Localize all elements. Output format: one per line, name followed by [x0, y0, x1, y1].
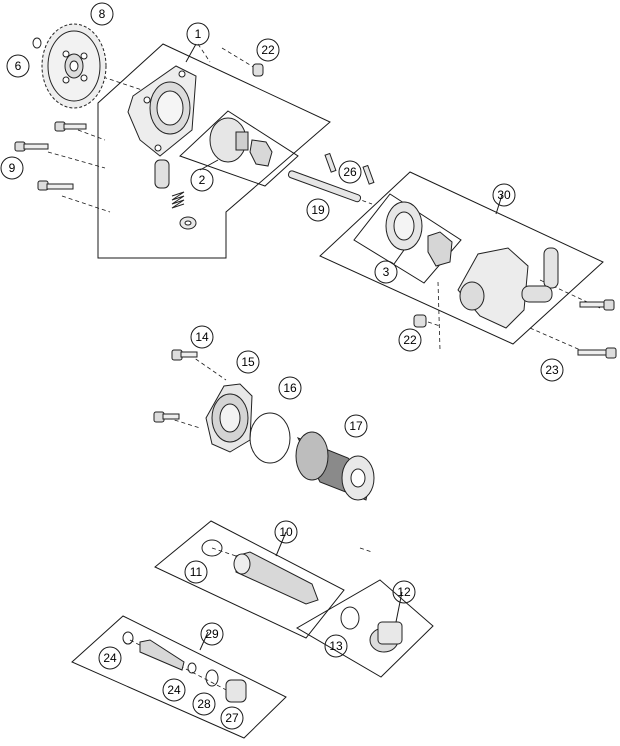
- oil-filter-part: [295, 431, 375, 501]
- callout-3: 3: [374, 260, 398, 284]
- svg-text:17: 17: [349, 419, 363, 433]
- svg-text:15: 15: [241, 355, 255, 369]
- callout-16: 16: [278, 376, 302, 400]
- callout-2: 2: [190, 168, 214, 192]
- callout-9: 9: [0, 156, 24, 180]
- pin-parts: [324, 152, 375, 185]
- callout-19: 19: [306, 198, 330, 222]
- shaft-part: [287, 170, 362, 203]
- screw-parts-left: [14, 121, 87, 191]
- callout-22-top: 22: [256, 38, 280, 62]
- dowel-pin-part-bottom: [413, 314, 427, 328]
- cover-screw-parts: [153, 349, 198, 423]
- filter-cover-part: [205, 383, 253, 453]
- svg-text:26: 26: [343, 165, 357, 179]
- seal-ring-part-13: [340, 606, 360, 630]
- callout-15: 15: [236, 350, 260, 374]
- svg-text:1: 1: [195, 27, 202, 41]
- plug-screw-part: [369, 621, 403, 653]
- svg-text:2: 2: [199, 173, 206, 187]
- svg-text:22: 22: [403, 333, 417, 347]
- svg-text:19: 19: [311, 203, 325, 217]
- valve-kit-parts: [122, 631, 247, 703]
- o-ring-part: [249, 412, 291, 464]
- svg-text:30: 30: [497, 188, 511, 202]
- callout-24-right: 24: [162, 678, 186, 702]
- svg-text:8: 8: [99, 7, 106, 21]
- callout-11: 11: [184, 560, 208, 584]
- svg-text:10: 10: [279, 525, 293, 539]
- callout-22-bottom: 22: [398, 328, 422, 352]
- svg-text:22: 22: [261, 43, 275, 57]
- assembly-outline-29: [71, 615, 287, 739]
- svg-text:27: 27: [225, 711, 239, 725]
- callout-24-left: 24: [98, 646, 122, 670]
- svg-text:14: 14: [195, 330, 209, 344]
- axis-lines: [47, 43, 601, 697]
- svg-text:16: 16: [283, 381, 297, 395]
- valve-plunger-part: [233, 551, 319, 605]
- callout-30: 30: [492, 183, 516, 207]
- callout-12: 12: [392, 580, 416, 604]
- assembly-outline-2: [179, 110, 299, 187]
- circlip-part: [32, 37, 42, 49]
- svg-text:23: 23: [545, 363, 559, 377]
- svg-text:13: 13: [329, 639, 343, 653]
- dowel-pin-part-top: [252, 63, 264, 77]
- callout-26: 26: [338, 160, 362, 184]
- svg-text:11: 11: [190, 565, 203, 579]
- pump-body-part: [457, 247, 559, 329]
- svg-text:3: 3: [383, 265, 390, 279]
- callout-17: 17: [344, 414, 368, 438]
- pump-housing-part: [127, 65, 197, 157]
- callout-8: 8: [90, 2, 114, 26]
- callout-23: 23: [540, 358, 564, 382]
- callout-29: 29: [200, 622, 224, 646]
- assembly-outline-10: [154, 520, 345, 639]
- assembly-outline-3: [353, 193, 462, 284]
- callout-28: 28: [192, 692, 216, 716]
- pump-rotor-part-2: [209, 117, 273, 167]
- svg-text:28: 28: [197, 697, 211, 711]
- assembly-outline-12: [296, 579, 434, 678]
- pump-rotor-part-3: [385, 201, 453, 267]
- callout-14: 14: [190, 325, 214, 349]
- callout-13: 13: [324, 634, 348, 658]
- svg-text:24: 24: [103, 651, 117, 665]
- assembly-outline-1: [97, 43, 331, 259]
- callout-1: 1: [186, 22, 210, 46]
- callout-10: 10: [274, 520, 298, 544]
- svg-text:29: 29: [205, 627, 219, 641]
- seal-ring-part-11: [201, 539, 223, 557]
- svg-text:9: 9: [9, 161, 16, 175]
- callout-27: 27: [220, 706, 244, 730]
- assembly-outline-30: [319, 171, 604, 345]
- gear-part: [41, 23, 107, 109]
- svg-text:24: 24: [167, 683, 181, 697]
- callout-6: 6: [6, 54, 30, 78]
- screw-parts-right: [577, 299, 617, 359]
- relief-valve-part: [154, 159, 197, 230]
- svg-text:6: 6: [15, 59, 22, 73]
- svg-text:12: 12: [397, 585, 411, 599]
